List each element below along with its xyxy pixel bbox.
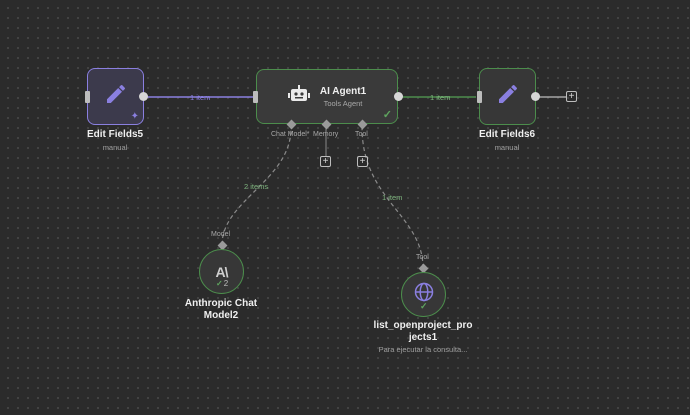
edge-tool-to-agent[interactable] xyxy=(361,126,424,269)
edit6-output-handle[interactable] xyxy=(531,92,540,101)
agent-title: AI Agent1 xyxy=(319,85,367,97)
pencil-icon xyxy=(496,82,520,111)
edit5-input-handle[interactable] xyxy=(85,91,90,103)
edit6-input-handle[interactable] xyxy=(477,91,482,103)
anthropic-title: Anthropic Chat Model2 xyxy=(184,298,258,321)
globe-icon xyxy=(414,282,434,307)
agent-input-handle[interactable] xyxy=(253,91,258,103)
check-icon: ✓2 xyxy=(216,279,229,288)
agent-subtitle: Tools Agent xyxy=(323,98,363,108)
anthropic-model-port-label: Model xyxy=(211,231,231,238)
edge-label-tool-agent: 1 item xyxy=(382,193,403,202)
port-memory-label: Memory xyxy=(313,131,339,138)
check-icon: ✓ xyxy=(420,301,428,311)
agent-output-handle[interactable] xyxy=(394,92,403,101)
node-list-openproject-projects1[interactable]: ✓ xyxy=(401,272,446,317)
node-edit-fields5[interactable]: ✦ xyxy=(87,68,144,125)
node-anthropic-chat-model2[interactable]: A\ ✓2 xyxy=(199,249,244,294)
add-memory-button[interactable]: + xyxy=(320,156,331,167)
edit5-title: Edit Fields5 xyxy=(86,129,144,140)
robot-icon xyxy=(287,85,310,108)
edit6-title: Edit Fields6 xyxy=(478,129,536,140)
edge-label-edit5-agent: 1 item xyxy=(190,93,211,102)
add-next-node-button[interactable]: + xyxy=(566,91,577,102)
anthropic-logo-icon: A\ xyxy=(215,263,229,280)
port-chat-model-label: Chat Model* xyxy=(271,131,310,138)
edit6-subtitle: manual xyxy=(494,143,520,152)
tool-port-label: Tool xyxy=(416,254,429,261)
pin-icon: ✦ xyxy=(130,111,139,122)
port-tool-label: Tool xyxy=(355,131,368,138)
check-icon: ✓ xyxy=(382,109,392,121)
edit5-output-handle[interactable] xyxy=(139,92,148,101)
tool-title: list_openproject_pro jects1 xyxy=(373,320,473,343)
tool-subtitle: Para ejecutar la consulta... xyxy=(378,345,468,354)
edit5-subtitle: manual xyxy=(102,143,128,152)
node-ai-agent1[interactable]: AI Agent1 Tools Agent ✓ xyxy=(256,69,398,124)
edge-label-model-agent: 2 items xyxy=(244,182,269,191)
edge-model-to-agent[interactable] xyxy=(221,126,292,246)
pencil-icon xyxy=(104,82,128,111)
add-tool-button[interactable]: + xyxy=(357,156,368,167)
edge-label-agent-edit6: 1 item xyxy=(430,93,451,102)
node-edit-fields6[interactable] xyxy=(479,68,536,125)
